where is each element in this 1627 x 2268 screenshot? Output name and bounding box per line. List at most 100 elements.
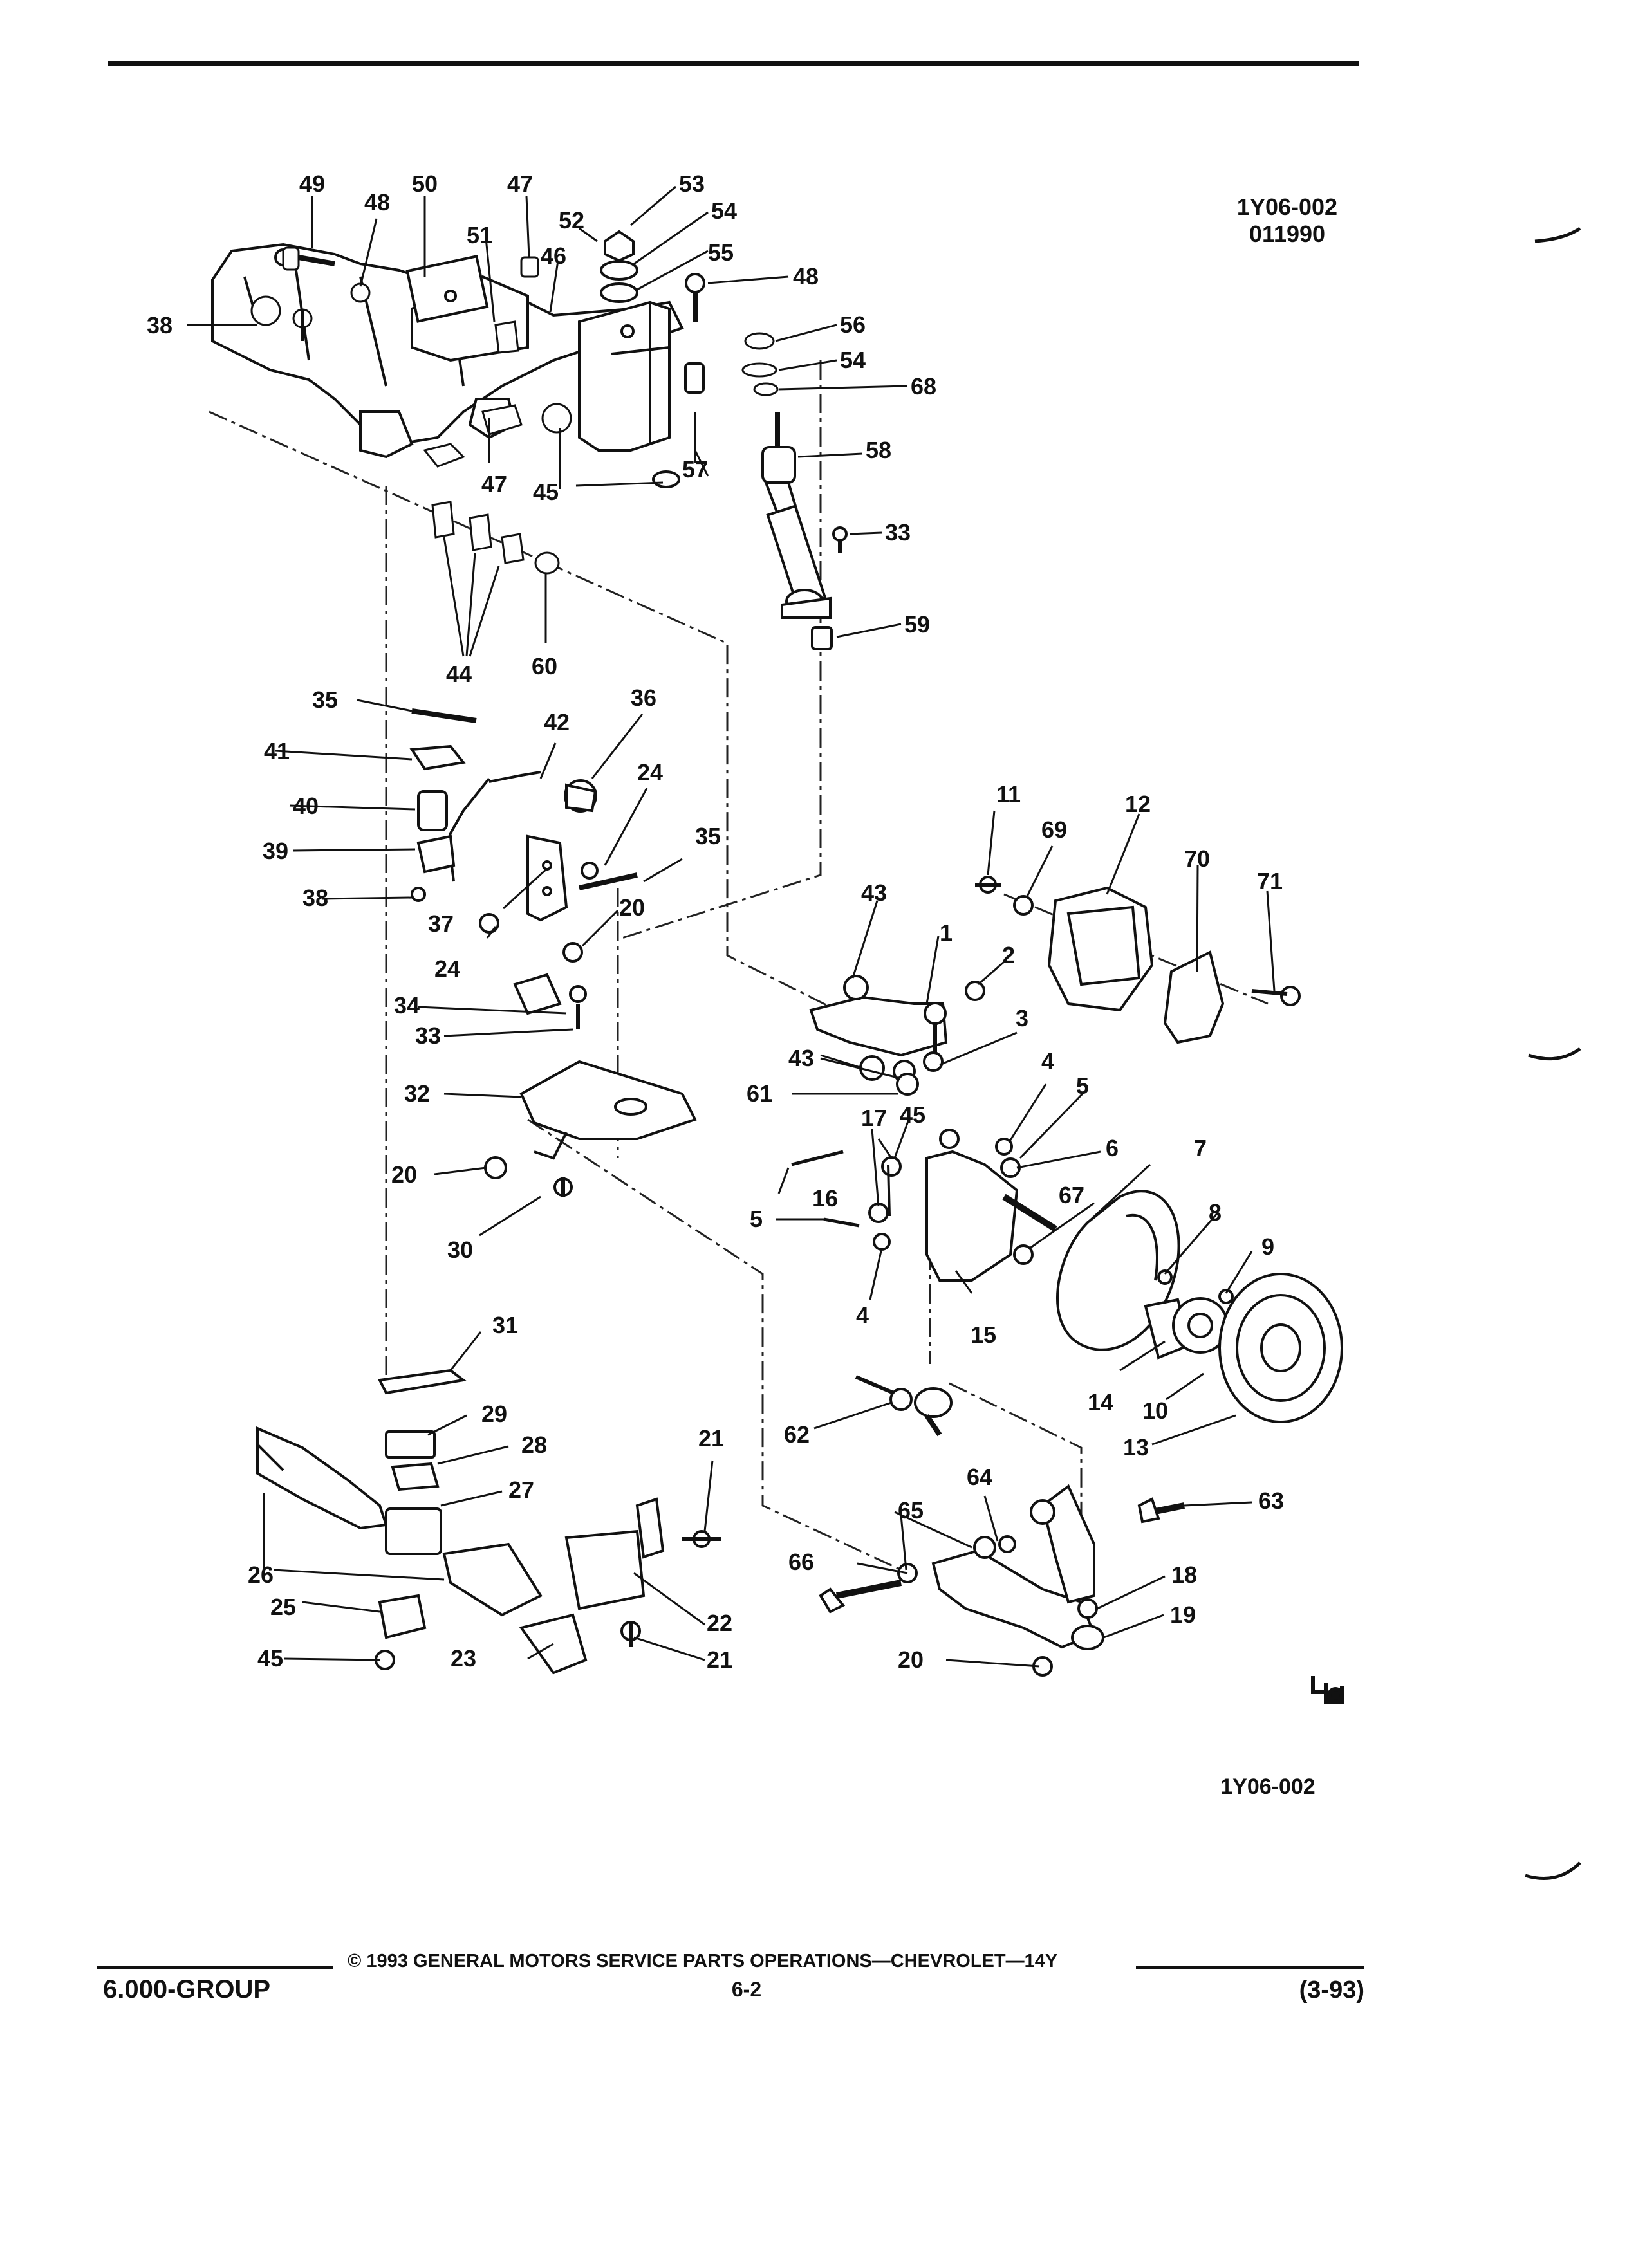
callout-30: 30 — [447, 1237, 473, 1263]
shock-tower-bracket — [578, 230, 705, 488]
callout-35b: 35 — [695, 823, 721, 849]
callout-2: 2 — [1002, 942, 1015, 968]
callout-37: 37 — [428, 910, 454, 937]
callout-57: 57 — [682, 456, 708, 483]
callout-20: 20 — [619, 894, 645, 921]
callout-3: 3 — [1016, 1005, 1028, 1031]
page-number: 6-2 — [731, 1978, 762, 2001]
figure-id-top: 1Y06-002 — [1236, 194, 1338, 220]
callout-21b: 21 — [707, 1646, 732, 1673]
callout-41: 41 — [264, 738, 290, 764]
upper-shock-mount-parts — [741, 332, 779, 396]
callout-18: 18 — [1171, 1562, 1197, 1588]
callout-20c: 20 — [898, 1646, 924, 1673]
callout-65: 65 — [898, 1497, 924, 1524]
figure-id-bottom: 1Y06-002 — [1220, 1775, 1316, 1799]
stabilizer-bar — [409, 708, 638, 1029]
figure-date: 011990 — [1249, 221, 1326, 247]
callout-47b: 47 — [481, 471, 507, 497]
callout-39: 39 — [263, 838, 288, 864]
callout-60: 60 — [532, 653, 557, 679]
callout-69: 69 — [1041, 816, 1067, 843]
callout-9: 9 — [1261, 1233, 1274, 1260]
group-label: 6.000-GROUP — [103, 1975, 271, 2004]
gm-parts-logo — [1311, 1676, 1344, 1704]
callout-50: 50 — [412, 171, 438, 197]
callout-63: 63 — [1258, 1488, 1284, 1514]
callout-21: 21 — [698, 1425, 724, 1452]
callout-52: 52 — [559, 207, 584, 234]
callout-1: 1 — [940, 919, 953, 946]
callout-53: 53 — [679, 171, 705, 197]
callout-45c: 45 — [257, 1645, 283, 1672]
callout-54b: 54 — [840, 347, 866, 373]
callout-47: 47 — [507, 171, 533, 197]
spring-seat-bracket — [484, 1060, 697, 1197]
callout-56: 56 — [840, 311, 866, 338]
callout-14: 14 — [1088, 1389, 1113, 1415]
callout-4: 4 — [1041, 1048, 1054, 1074]
callout-7: 7 — [1194, 1135, 1207, 1161]
callout-46: 46 — [541, 243, 566, 269]
callout-17: 17 — [861, 1105, 887, 1131]
callout-48: 48 — [364, 189, 390, 216]
shock-absorber — [761, 412, 848, 650]
callout-44: 44 — [446, 661, 472, 687]
callout-59: 59 — [904, 611, 930, 638]
callout-5b: 5 — [750, 1206, 763, 1232]
callout-16: 16 — [812, 1185, 838, 1212]
callout-61: 61 — [747, 1080, 772, 1107]
callout-23: 23 — [451, 1645, 476, 1672]
callout-12: 12 — [1125, 791, 1151, 817]
revision-label: (3-93) — [1299, 1977, 1364, 2004]
splash-shield-and-rotor — [1056, 1190, 1343, 1423]
callout-35: 35 — [312, 687, 338, 713]
brake-caliper — [975, 876, 1301, 1044]
callout-26: 26 — [248, 1562, 274, 1588]
callout-13: 13 — [1123, 1434, 1149, 1461]
footer-rules — [97, 1966, 1364, 1969]
callout-4b: 4 — [856, 1302, 869, 1329]
callout-8: 8 — [1209, 1199, 1222, 1226]
leaf-spring-assembly — [256, 1369, 721, 1675]
stabilizer-shims — [431, 501, 560, 575]
callout-5: 5 — [1076, 1073, 1089, 1099]
callout-66: 66 — [788, 1549, 814, 1575]
callout-20b: 20 — [391, 1161, 417, 1188]
callout-49: 49 — [299, 171, 325, 197]
callout-38b: 38 — [302, 885, 328, 911]
top-fasteners — [250, 246, 572, 468]
callout-70: 70 — [1184, 845, 1210, 872]
callout-43: 43 — [861, 880, 887, 906]
callout-27: 27 — [508, 1477, 534, 1503]
callout-64: 64 — [967, 1464, 992, 1490]
callout-58: 58 — [866, 437, 891, 463]
callout-15: 15 — [971, 1322, 996, 1348]
upper-control-arm — [809, 975, 985, 1096]
callout-67: 67 — [1059, 1182, 1084, 1208]
callout-55: 55 — [708, 239, 734, 266]
callout-45b: 45 — [900, 1102, 925, 1128]
lower-control-arm — [819, 1484, 1185, 1677]
callout-numbers: 49 48 50 47 51 52 46 53 54 55 48 38 56 5… — [147, 171, 1284, 1673]
page-edge-marks — [1525, 226, 1581, 1880]
callout-31: 31 — [492, 1312, 518, 1338]
callout-34: 34 — [394, 992, 420, 1019]
callout-48b: 48 — [793, 263, 819, 290]
callout-71: 71 — [1257, 868, 1283, 894]
callout-38: 38 — [147, 312, 172, 338]
callout-24: 24 — [637, 759, 663, 786]
callout-43b: 43 — [788, 1045, 814, 1071]
steering-knuckle — [791, 1129, 1057, 1282]
callout-29: 29 — [481, 1401, 507, 1427]
callout-33: 33 — [885, 519, 911, 546]
callout-32: 32 — [404, 1080, 430, 1107]
callout-54: 54 — [711, 198, 737, 224]
callout-40: 40 — [293, 793, 319, 819]
callout-33b: 33 — [415, 1022, 441, 1049]
callout-28: 28 — [521, 1432, 547, 1458]
callout-22: 22 — [707, 1610, 732, 1636]
callout-25: 25 — [270, 1594, 296, 1620]
